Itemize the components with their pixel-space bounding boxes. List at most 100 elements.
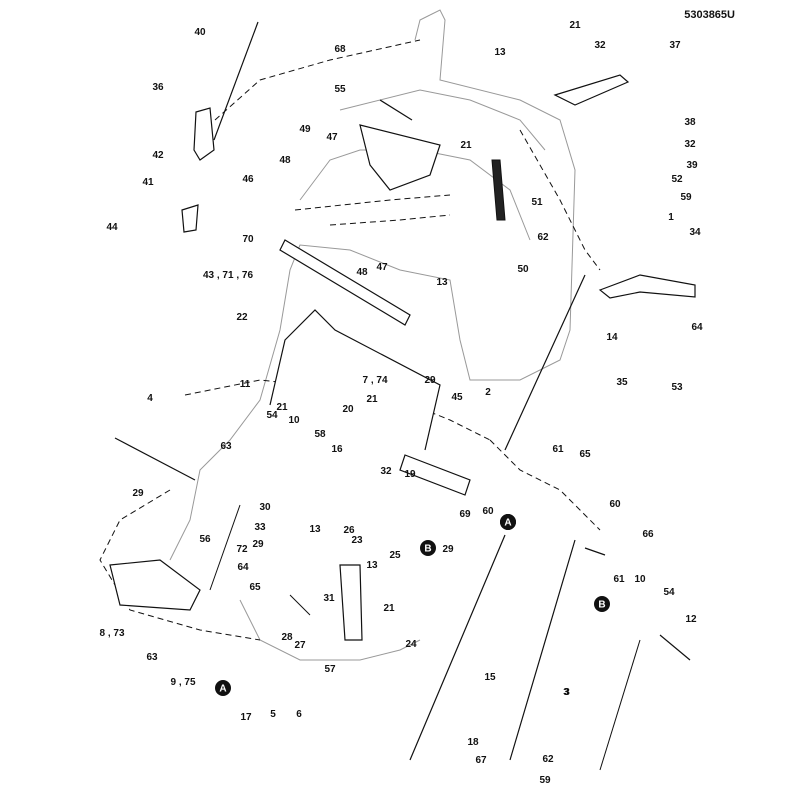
part-label: 21: [460, 140, 472, 151]
part-label: 44: [106, 222, 118, 233]
part-label: 24: [405, 639, 417, 650]
spring-56: [209, 504, 241, 591]
part-label: 34: [689, 227, 701, 238]
part-label: 18: [467, 737, 479, 748]
rod-40: [213, 21, 259, 141]
part-label: 68: [334, 44, 346, 55]
part-label: 32: [380, 466, 392, 477]
part-label: 10: [634, 574, 646, 585]
part-label: 53: [671, 382, 683, 393]
spring-28: [289, 594, 311, 616]
part-label: 61: [613, 574, 625, 585]
lever-37: [553, 74, 630, 106]
rod-15: [409, 534, 506, 761]
part-label: 6: [296, 709, 302, 720]
part-label: 70: [242, 234, 254, 245]
part-label: 25: [389, 550, 401, 561]
part-label: 51: [531, 197, 543, 208]
part-label: 47: [376, 262, 388, 273]
part-label: 23: [351, 535, 363, 546]
part-label: 40: [194, 27, 206, 38]
part-label: 11: [240, 379, 251, 390]
part-label: 22: [236, 312, 248, 323]
callout-letter: B: [424, 544, 431, 555]
part-label: 13: [366, 560, 378, 571]
callout-letter: A: [219, 684, 226, 695]
part-label: 29: [132, 488, 144, 499]
part-label: 54: [266, 410, 278, 421]
part-label: 3: [564, 687, 570, 698]
part-label: 49: [299, 124, 311, 135]
part-label: 31: [323, 593, 335, 604]
part-label: 8 , 73: [99, 628, 124, 639]
parts: [109, 21, 696, 771]
part-label: 63: [220, 441, 232, 452]
callout-markers: ABABA: [215, 514, 610, 696]
part-label: 32: [684, 139, 696, 150]
part-label: 54: [663, 587, 675, 598]
crank-56: [109, 559, 201, 611]
part-label: 19: [404, 469, 416, 480]
part-label: 46: [242, 174, 254, 185]
part-label: 29: [424, 375, 436, 386]
part-label: 36: [152, 82, 164, 93]
part-label: 65: [249, 582, 261, 593]
lever-34: [598, 274, 696, 299]
part-label: 29: [442, 544, 454, 555]
part-label: 13: [309, 524, 321, 535]
rod-3-lower: [509, 539, 576, 761]
part-label: 27: [294, 640, 306, 651]
part-label: 64: [237, 562, 249, 573]
callout-marker: [594, 596, 610, 612]
part-label: 58: [314, 429, 326, 440]
part-label: 63: [146, 652, 158, 663]
part-label: 56: [199, 534, 211, 545]
part-label: 38: [684, 117, 696, 128]
part-label: 60: [482, 506, 494, 517]
part-label: 9 , 75: [170, 677, 195, 688]
part-label: 30: [259, 502, 271, 513]
part-label: 10: [288, 415, 300, 426]
bar-68: [379, 99, 413, 121]
part-label: 13: [494, 47, 506, 58]
part-label: 35: [616, 377, 628, 388]
tube-19: [399, 454, 471, 496]
handle-grip-36: [193, 107, 215, 161]
part-label: 59: [680, 192, 692, 203]
bracket-41: [181, 204, 199, 233]
part-label: 14: [606, 332, 618, 343]
part-label: 20: [342, 404, 354, 415]
part-label: 55: [334, 84, 346, 95]
callout-marker: [215, 680, 231, 696]
handle-bar-22: [269, 309, 441, 451]
part-label: 15: [484, 672, 496, 683]
part-label: 59: [539, 775, 551, 786]
part-label: 50: [517, 264, 529, 275]
part-label: 12: [685, 614, 697, 625]
part-label: 45: [451, 392, 463, 403]
bolt-66: [584, 547, 606, 556]
part-label: 37: [669, 40, 681, 51]
rod-3-upper: [504, 274, 586, 451]
part-label: 16: [331, 444, 343, 455]
diagram-code: 5303865U: [684, 9, 735, 21]
part-label: 47: [326, 132, 338, 143]
part-label: 33: [254, 522, 266, 533]
callout-letter: B: [598, 600, 605, 611]
part-label: 72: [236, 544, 248, 555]
chassis-outline: [169, 9, 576, 661]
part-label: 65: [579, 449, 591, 460]
part-label: 64: [691, 322, 703, 333]
part-label: 4: [147, 393, 153, 404]
part-label: 48: [356, 267, 368, 278]
part-label: 21: [383, 603, 395, 614]
part-label: 61: [552, 444, 564, 455]
part-label: 67: [475, 755, 487, 766]
part-label: 39: [686, 160, 698, 171]
part-label: 69: [459, 509, 471, 520]
part-label: 29: [252, 539, 264, 550]
part-label: 62: [542, 754, 554, 765]
part-label: 52: [671, 174, 683, 185]
